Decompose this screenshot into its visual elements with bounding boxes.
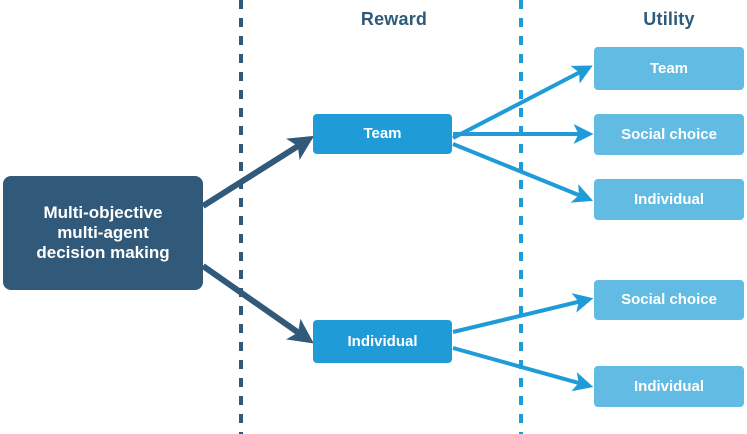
edge-root-to-reward-team: [201, 135, 315, 209]
node-utility-individual-social-choice[interactable]: Social choice: [594, 280, 744, 320]
edge-reward-individual-to-utility-individual: [452, 346, 594, 392]
node-utility-team-team[interactable]: Team: [594, 47, 744, 90]
edge-reward-individual-to-utility-social-choice: [452, 293, 594, 334]
edge-reward-team-to-utility-individual: [452, 142, 594, 203]
node-utility-team-individual[interactable]: Individual: [594, 179, 744, 220]
edge-root-to-reward-individual: [201, 263, 314, 344]
edge-reward-team-to-utility-team: [452, 65, 593, 140]
column-header-utility: Utility: [643, 9, 695, 29]
node-reward-individual[interactable]: Individual: [313, 320, 452, 363]
node-root-multi-objective-multi-agent-decision-making[interactable]: Multi-objective multi-agent decision mak…: [3, 176, 203, 290]
node-utility-team-social-choice[interactable]: Social choice: [594, 114, 744, 155]
column-header-reward: Reward: [360, 9, 428, 29]
node-reward-team[interactable]: Team: [313, 114, 452, 154]
node-utility-individual-individual[interactable]: Individual: [594, 366, 744, 407]
